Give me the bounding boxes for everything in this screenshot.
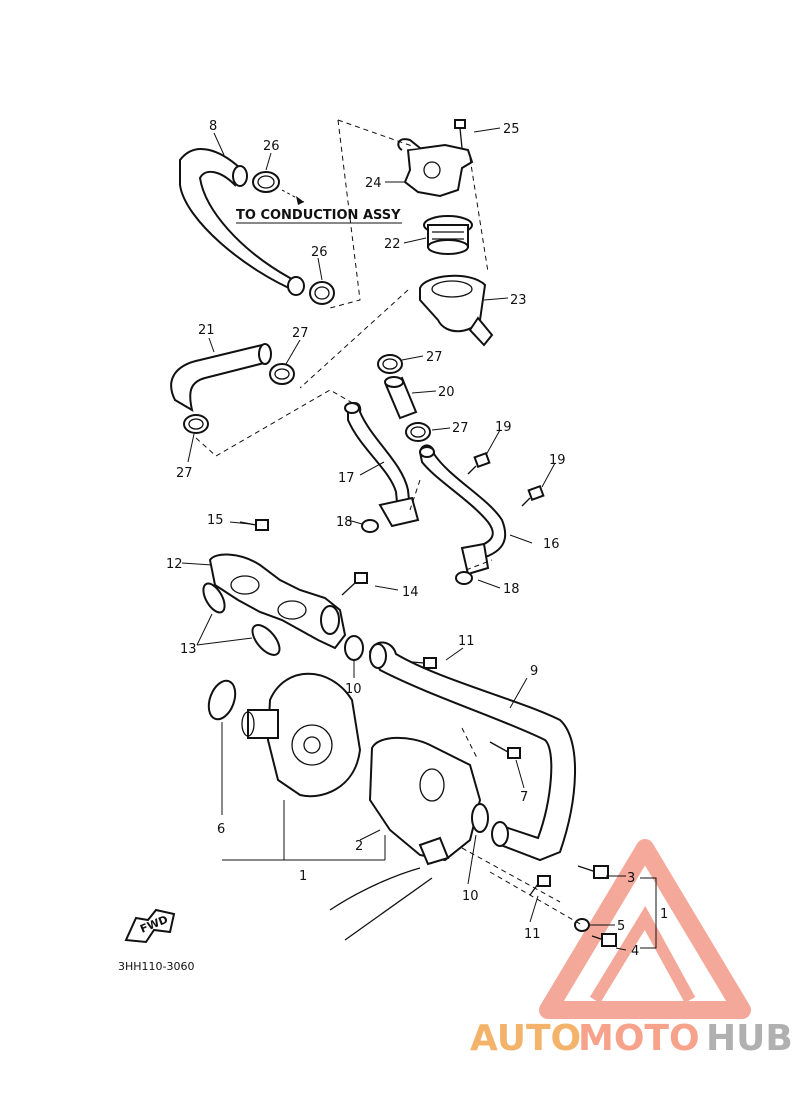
bolt-19-b [521, 484, 545, 507]
pipe-20 [384, 376, 418, 420]
callout-15: 15 [207, 513, 224, 528]
callout-18-a: 18 [336, 515, 353, 530]
clamp-26-lower [309, 281, 335, 305]
pipe-17 [344, 402, 420, 528]
bolt-14 [341, 572, 368, 596]
oring-18-a [361, 519, 379, 533]
callout-5: 5 [617, 919, 625, 934]
callout-27-a: 27 [292, 326, 309, 341]
callout-6: 6 [217, 822, 225, 837]
conduction-note: TO CONDUCTION ASSY [236, 208, 401, 223]
callout-19-a: 19 [495, 420, 512, 435]
bolt-19-a [467, 451, 491, 475]
callout-27-d: 27 [452, 421, 469, 436]
watermark-text: AUTO MOTO HUB [470, 1018, 793, 1059]
callout-25: 25 [503, 122, 520, 137]
bolt-7 [489, 741, 521, 759]
callout-11-upper: 11 [458, 634, 475, 649]
callout-22: 22 [384, 237, 401, 252]
bolt-4 [591, 933, 617, 947]
callout-27-c: 27 [426, 350, 443, 365]
watermark-moto: MOTO [578, 1018, 700, 1059]
bolt-15 [239, 519, 269, 531]
callout-3: 3 [627, 871, 635, 886]
callout-19-b: 19 [549, 453, 566, 468]
oring-10-lower [471, 803, 489, 833]
clamp-27-d [405, 422, 431, 442]
thermostat-housing-23 [419, 274, 494, 347]
callout-10-upper: 10 [345, 682, 362, 697]
pipe-12 [208, 553, 347, 650]
callout-26-upper: 26 [263, 139, 280, 154]
callout-8: 8 [209, 119, 217, 134]
callout-18-b: 18 [503, 582, 520, 597]
diagram-reference-code: 3HH110-3060 [118, 960, 195, 973]
hose-8 [179, 148, 305, 296]
callout-17: 17 [338, 471, 355, 486]
callout-1: 1 [299, 869, 307, 884]
callout-16: 16 [543, 537, 560, 552]
oring-13-b [251, 624, 281, 656]
oring-6 [207, 679, 237, 721]
washer-5 [574, 918, 590, 932]
clamp-27-b [183, 414, 209, 434]
bolt-25 [454, 119, 466, 149]
bolt-11-upper [411, 657, 437, 669]
oring-13-a [202, 582, 226, 614]
callout-12: 12 [166, 557, 183, 572]
callout-numbers: 1 2 3 4 5 6 7 8 9 10 10 11 11 12 13 14 1… [166, 119, 668, 959]
callout-14: 14 [402, 585, 419, 600]
callout-23: 23 [510, 293, 527, 308]
clamp-26-upper [252, 171, 280, 193]
oring-18-b [455, 571, 473, 585]
watermark-logo [539, 839, 751, 1019]
bolt-11-lower [529, 875, 551, 896]
callout-7: 7 [520, 790, 528, 805]
drain-bolt-3 [577, 865, 609, 879]
callout-21: 21 [198, 323, 215, 338]
callout-1-bracket: 1 [660, 907, 668, 922]
pipe-16 [418, 444, 507, 576]
leader-lines [181, 127, 657, 951]
dashed-reference-lines [195, 119, 583, 926]
callout-27-b: 27 [176, 466, 193, 481]
water-pump-body [241, 672, 362, 798]
pipe-9 [368, 641, 577, 862]
callout-26-lower: 26 [311, 245, 328, 260]
engine-case-outline [329, 867, 433, 941]
thermostat-22 [423, 215, 473, 255]
oring-10-upper [344, 635, 364, 661]
callout-10-lower: 10 [462, 889, 479, 904]
clamp-27-a [269, 363, 295, 385]
hose-21 [170, 343, 272, 413]
forward-arrow-icon [124, 908, 176, 944]
watermark-hub: HUB [706, 1018, 793, 1059]
callout-13: 13 [180, 642, 197, 657]
pump-cover-2 [368, 736, 482, 866]
callout-2: 2 [355, 839, 363, 854]
watermark-auto: AUTO [470, 1018, 581, 1059]
thermostat-cover-24 [397, 138, 474, 198]
callout-11-lower: 11 [524, 927, 541, 942]
callout-4: 4 [631, 944, 639, 959]
conduction-arrow [236, 189, 402, 224]
clamp-27-c [377, 354, 403, 374]
callout-9: 9 [530, 664, 538, 679]
callout-20: 20 [438, 385, 455, 400]
callout-24: 24 [365, 176, 382, 191]
